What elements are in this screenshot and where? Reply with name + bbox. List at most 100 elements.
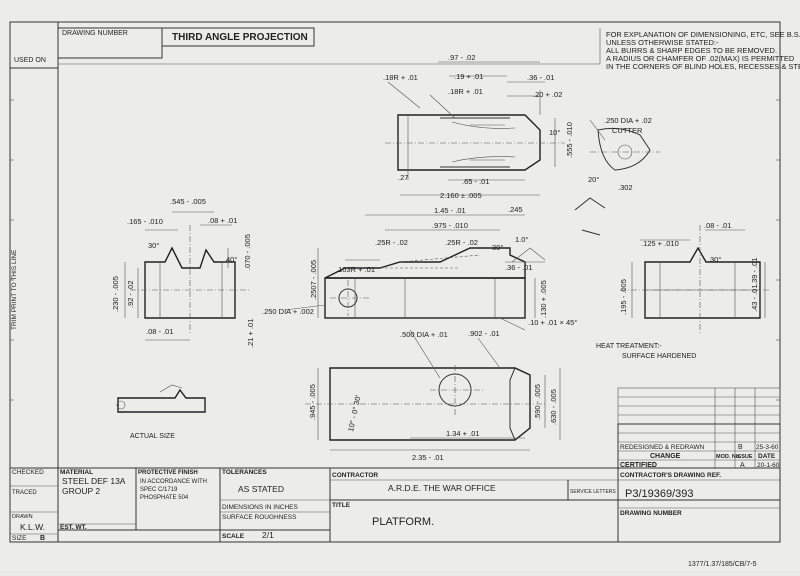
dim-500: .500 DIA + .01 xyxy=(400,330,448,339)
projection-title: THIRD ANGLE PROJECTION xyxy=(172,32,308,43)
scale-label: SCALE xyxy=(222,533,245,540)
title-block xyxy=(9,467,781,543)
finish-label: PROTECTIVE FINISH xyxy=(138,470,198,476)
dim-39: .39 - .01 xyxy=(750,257,759,285)
dim-30b: 30° xyxy=(492,243,503,252)
est-wt-label: EST. WT. xyxy=(60,524,87,531)
finish-value-1: IN ACCORDANCE WITH xyxy=(140,479,207,485)
dim-21: .21 + .01 xyxy=(246,319,255,348)
dim-08c: .08 - .01 xyxy=(704,221,732,230)
note-5: IN THE CORNERS OF BLIND HOLES, RECESSES … xyxy=(606,62,800,71)
dim-103r: .103R + .01 xyxy=(336,265,375,274)
top-view xyxy=(385,61,660,196)
trim-line-label: TRIM PRINT TO THIS LINE xyxy=(11,249,18,330)
dim-230: .230 - .005 xyxy=(111,276,120,312)
right-end-view xyxy=(620,225,770,335)
dim-08a: .08 + .01 xyxy=(208,216,237,225)
size-value: B xyxy=(40,535,45,542)
revision-grid xyxy=(617,387,781,469)
finish-value-2: SPEC C/1719 xyxy=(140,487,178,493)
dim-10b: 1.0° xyxy=(515,235,528,244)
heat-treatment-title: HEAT TREATMENT:- xyxy=(596,343,662,350)
border-ticks xyxy=(10,99,780,401)
dim-125: .125 + .010 xyxy=(641,239,679,248)
dim-195: .195 - .005 xyxy=(619,279,628,315)
certified-date: 20-1-60 xyxy=(757,462,780,469)
material-label: MATERIAL xyxy=(60,469,93,476)
note-3: ALL BURRS & SHARP EDGES TO BE REMOVED. xyxy=(606,46,777,55)
contractor-ref-label: CONTRACTOR'S DRAWING REF. xyxy=(620,472,721,479)
dim-97: .97 - .02 xyxy=(448,53,476,62)
note-4: A RADIUS OR CHAMFER OF .02(MAX) IS PERMI… xyxy=(606,54,795,63)
dim-250dia: .250 DIA + .02 xyxy=(604,116,652,125)
revision-change-label: CHANGE xyxy=(650,453,681,460)
revision-date-label: DATE xyxy=(758,453,776,460)
certified-issue: A xyxy=(740,462,745,469)
dim-20: .20 + .02 xyxy=(533,90,562,99)
size-label: SIZE xyxy=(12,535,27,542)
dim-945: .945 - .005 xyxy=(308,384,317,420)
dim-30c: 30° xyxy=(710,255,721,264)
used-on-label: USED ON xyxy=(14,57,46,64)
dim-40deg: 40° xyxy=(226,255,237,264)
drawn-value: K.L.W. xyxy=(20,522,45,532)
actual-size-sketch xyxy=(116,384,206,413)
note-2: UNLESS OTHERWISE STATED:- xyxy=(606,38,719,47)
front-view xyxy=(284,197,606,331)
material-value-2: GROUP 2 xyxy=(62,486,100,496)
dim-165: .165 - .010 xyxy=(127,217,163,226)
footer-ref: 1377/1.37/185/CB/7-5 xyxy=(688,561,757,568)
dim-590: .590 - .005 xyxy=(533,384,542,420)
scale-value: 2/1 xyxy=(262,530,274,540)
dim-92: .92 - .02 xyxy=(126,280,135,308)
dim-2507: .2507 - .005 xyxy=(309,260,318,300)
dim-10c: .10 + .01 × 45° xyxy=(528,318,577,327)
dim-134: 1.34 + .01 xyxy=(446,429,480,438)
dim-27: .27 xyxy=(398,173,408,182)
label-cutter: CUTTER xyxy=(612,126,643,135)
dim-555: .555 - .010 xyxy=(565,122,574,158)
contractor-value: A.R.D.E. THE WAR OFFICE xyxy=(388,483,496,493)
dim-545: .545 - .005 xyxy=(170,197,206,206)
service-letters-label: SERVICE LETTERS xyxy=(570,489,616,495)
tolerances-value: AS STATED xyxy=(238,484,284,494)
title-label: TITLE xyxy=(332,502,351,509)
dim-36b: .36 - .01 xyxy=(505,263,533,272)
revision-row-code: B xyxy=(738,444,743,451)
contractor-label: CONTRACTOR xyxy=(332,472,378,479)
dim-235: 2.35 - .01 xyxy=(412,453,444,462)
drawn-label: DRAWN xyxy=(12,514,33,520)
dim-902: .902 - .01 xyxy=(468,329,500,338)
dim-250dia2: .250 DIA + .002 xyxy=(262,307,314,316)
tolerances-label: TOLERANCES xyxy=(222,469,267,476)
revision-mod-label: MOD. No. xyxy=(716,454,741,460)
revision-row-date: 25-3-60 xyxy=(756,444,779,451)
dim-630: .630 - .005 xyxy=(549,389,558,425)
traced-label: TRACED xyxy=(12,490,37,496)
certified-label: CERTIFIED xyxy=(620,462,657,469)
drawing-number-label: DRAWING NUMBER xyxy=(62,30,128,37)
note-1: FOR EXPLANATION OF DIMENSIONING, ETC, SE… xyxy=(606,30,800,39)
projection-box xyxy=(161,27,315,47)
material-value-1: STEEL DEF 13A xyxy=(62,476,126,486)
revision-row-text: REDESIGNED & REDRAWN xyxy=(620,444,705,451)
dim-20deg: 20° xyxy=(588,175,599,184)
dim-070: .070 - .005 xyxy=(243,234,252,270)
actual-size-label: ACTUAL SIZE xyxy=(130,433,175,440)
checked-label: CHECKED xyxy=(12,469,44,476)
title-value: PLATFORM. xyxy=(372,516,434,528)
heat-treatment-value: SURFACE HARDENED xyxy=(622,353,696,360)
dim-18r: .18R + .01 xyxy=(383,73,418,82)
dim-245: .245 xyxy=(508,205,523,214)
dim-130: .130 + .005 xyxy=(539,280,548,318)
roughness-label: SURFACE ROUGHNESS xyxy=(222,514,297,521)
dim-43: .43 - .01 xyxy=(750,284,759,312)
dimensions-label: DIMENSIONS IN INCHES xyxy=(222,504,299,511)
dim-25rb: .25R - .02 xyxy=(445,238,478,247)
dim-30deg: 30° xyxy=(148,241,159,250)
dim-302: .302 xyxy=(618,183,633,192)
dim-25ra: .25R - .02 xyxy=(375,238,408,247)
dim-65: .65 - .01 xyxy=(462,177,490,186)
